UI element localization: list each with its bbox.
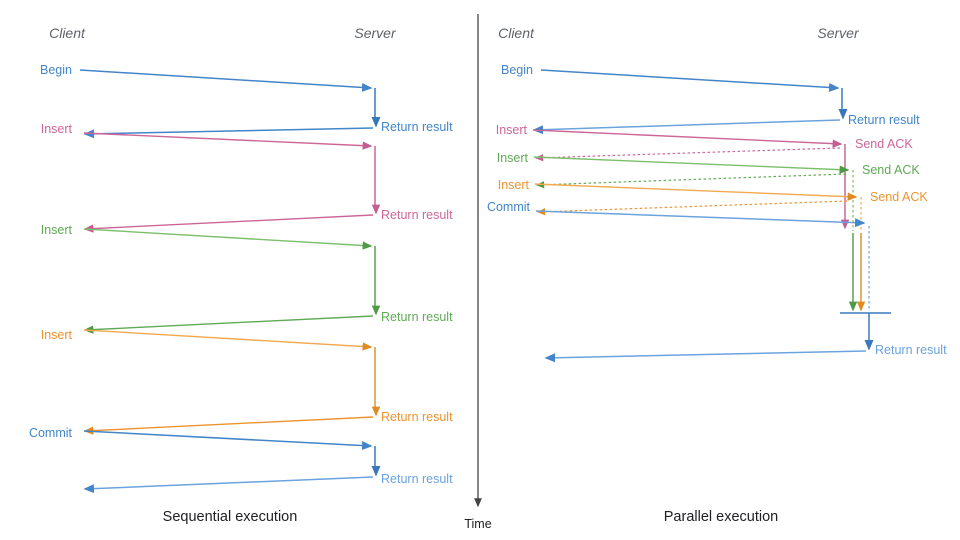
client-label-begin-left: Begin	[40, 63, 72, 77]
message-insert-orange-right	[534, 183, 866, 312]
server-label-return-1-right: Return result	[848, 113, 920, 127]
message-insert-green-left	[83, 228, 381, 334]
server-label-ack-3-right: Send ACK	[870, 190, 928, 204]
caption-parallel: Parallel execution	[664, 509, 778, 525]
client-label-insert-2-right: Insert	[497, 151, 529, 165]
server-label-return-2-right: Return result	[875, 343, 947, 357]
server-header-left: Server	[354, 25, 397, 41]
server-label-ack-1-right: Send ACK	[855, 137, 913, 151]
client-header-right: Client	[498, 25, 535, 41]
server-label-return-2-left: Return result	[381, 208, 453, 222]
message-insert-pink-left	[83, 132, 381, 233]
time-axis: Time	[464, 14, 492, 531]
message-insert-orange-left	[83, 329, 381, 435]
client-label-insert-2-left: Insert	[41, 223, 73, 237]
message-begin-right	[532, 69, 848, 135]
server-label-return-5-left: Return result	[381, 472, 453, 486]
panel-sequential: Client Server Begin Return result Insert…	[29, 25, 453, 525]
client-label-insert-3-right: Insert	[498, 178, 530, 192]
client-label-begin-right: Begin	[501, 63, 533, 77]
server-label-return-1-left: Return result	[381, 120, 453, 134]
server-label-ack-2-right: Send ACK	[862, 163, 920, 177]
panel-parallel: Client Server Begin Return result Insert…	[487, 25, 947, 525]
client-label-insert-1-left: Insert	[41, 122, 73, 136]
time-axis-label: Time	[464, 517, 491, 531]
server-label-return-4-left: Return result	[381, 410, 453, 424]
message-commit-left	[83, 430, 381, 494]
message-commit-right	[535, 210, 891, 363]
client-header-left: Client	[49, 25, 86, 41]
server-header-right: Server	[817, 25, 860, 41]
client-label-commit-left: Commit	[29, 426, 73, 440]
client-label-commit-right: Commit	[487, 200, 531, 214]
client-label-insert-1-right: Insert	[496, 123, 528, 137]
message-insert-green-right	[533, 156, 858, 312]
server-label-return-3-left: Return result	[381, 310, 453, 324]
message-insert-pink-right	[532, 129, 850, 230]
caption-sequential: Sequential execution	[163, 509, 298, 525]
message-begin-left	[79, 69, 381, 139]
client-label-insert-3-left: Insert	[41, 328, 73, 342]
